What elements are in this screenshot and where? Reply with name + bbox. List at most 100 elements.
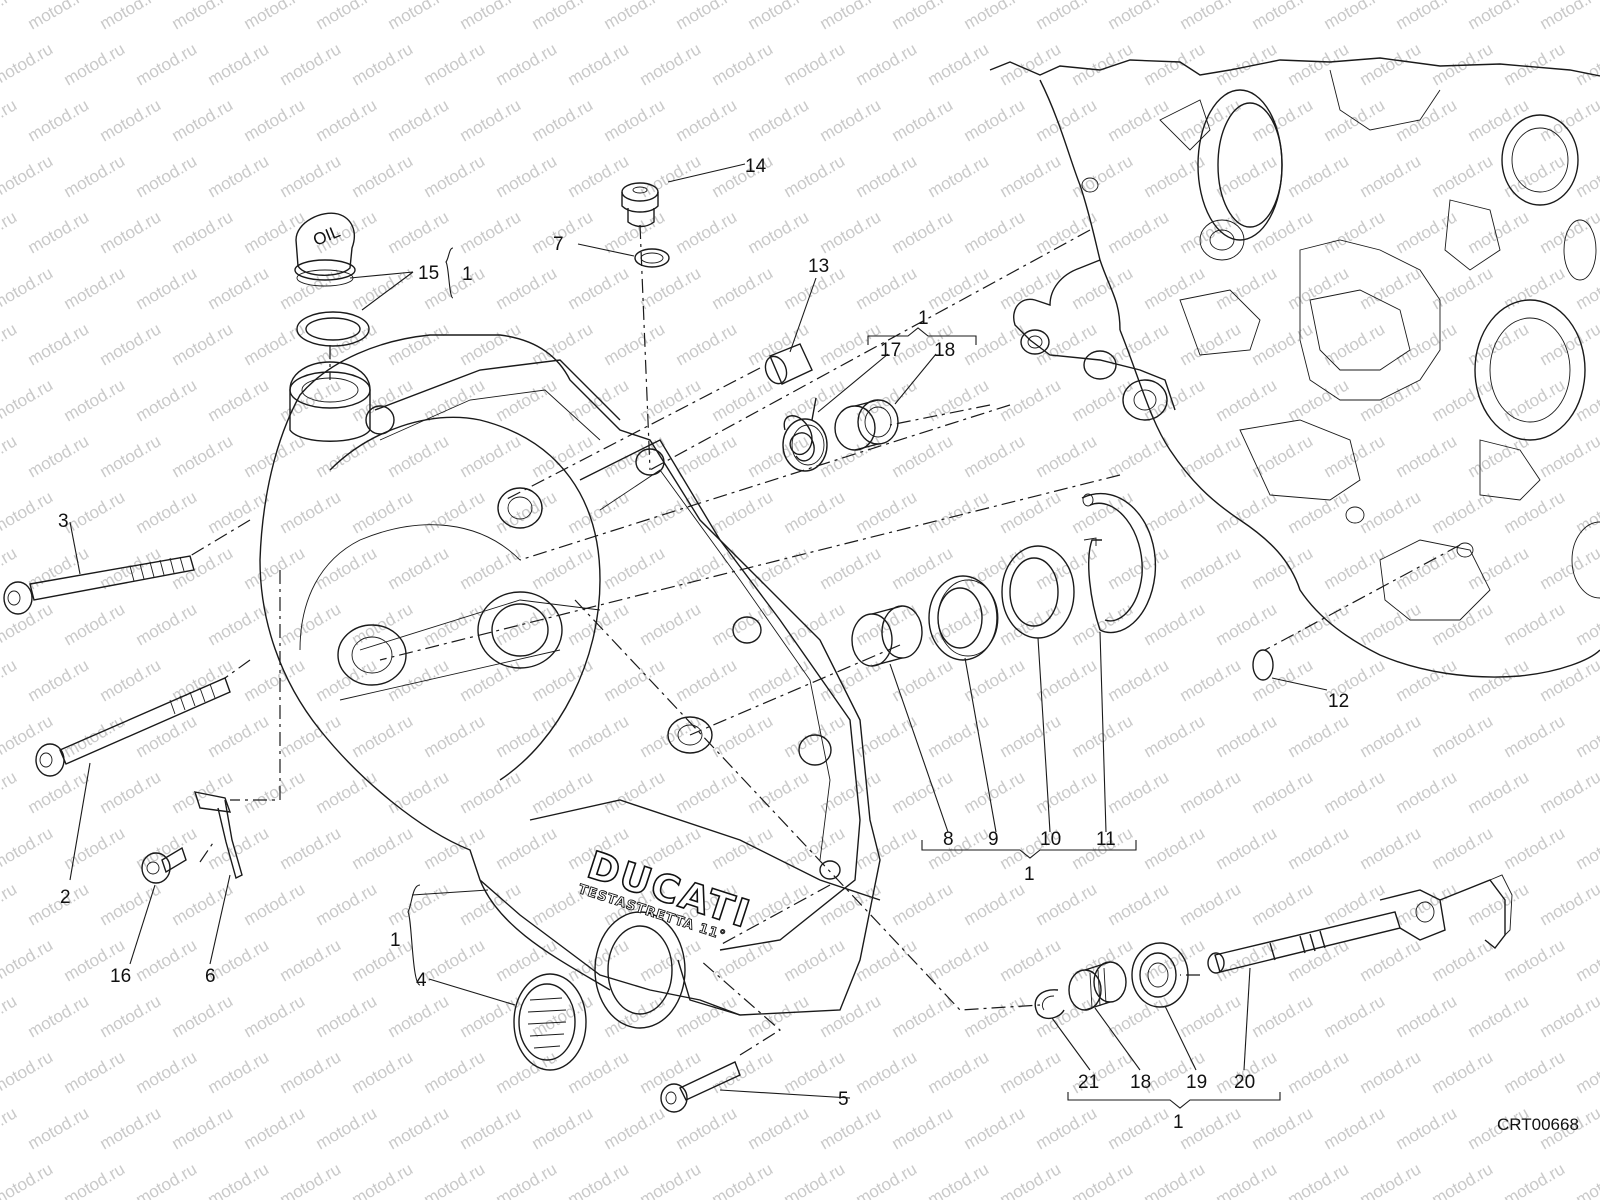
watermark-text: motod.ru: [133, 263, 201, 313]
watermark-text: motod.ru: [385, 655, 453, 705]
seal-9: [928, 575, 999, 661]
callout-21: 21: [1078, 1072, 1099, 1093]
watermark-text: motod.ru: [1501, 599, 1569, 649]
watermark-text: motod.ru: [457, 0, 525, 33]
watermark-text: motod.ru: [349, 375, 417, 425]
watermark-text: motod.ru: [1393, 319, 1461, 369]
callout-14: 14: [745, 156, 767, 177]
watermark-text: motod.ru: [169, 207, 237, 257]
long-bolt-3: [3, 555, 195, 615]
watermark-text: motod.ru: [1177, 0, 1245, 33]
watermark-text: motod.ru: [25, 207, 93, 257]
watermark-text: motod.ru: [241, 95, 309, 145]
watermark-text: motod.ru: [601, 543, 669, 593]
watermark-text: motod.ru: [637, 711, 705, 761]
watermark-text: motod.ru: [1177, 207, 1245, 257]
watermark-text: motod.ru: [385, 431, 453, 481]
callout-7: 7: [553, 234, 564, 255]
watermark-text: motod.ru: [1105, 95, 1173, 145]
watermark-text: motod.ru: [1321, 543, 1389, 593]
washer-7: [634, 248, 670, 268]
watermark-text: motod.ru: [277, 823, 345, 873]
watermark-text: motod.ru: [313, 0, 381, 33]
watermark-text: motod.ru: [1537, 767, 1600, 817]
watermark-text: motod.ru: [1429, 599, 1497, 649]
watermark-text: motod.ru: [1105, 207, 1173, 257]
watermark-text: motod.ru: [1573, 599, 1600, 649]
watermark-text: motod.ru: [745, 655, 813, 705]
watermark-text: motod.ru: [0, 487, 56, 537]
watermark-text: motod.ru: [1321, 0, 1389, 33]
watermark-text: motod.ru: [637, 263, 705, 313]
watermark-text: motod.ru: [1249, 95, 1317, 145]
watermark-text: motod.ru: [1357, 599, 1425, 649]
watermark-text: motod.ru: [1249, 991, 1317, 1041]
watermark-text: motod.ru: [1465, 655, 1533, 705]
watermark-text: motod.ru: [745, 1103, 813, 1153]
watermark-text: motod.ru: [961, 543, 1029, 593]
watermark-text: motod.ru: [493, 599, 561, 649]
watermark-text: motod.ru: [1105, 767, 1173, 817]
watermark-text: motod.ru: [1177, 95, 1245, 145]
watermark-text: motod.ru: [1033, 0, 1101, 33]
watermark-text: motod.ru: [1249, 0, 1317, 33]
watermark-text: motod.ru: [1177, 767, 1245, 817]
watermark-text: motod.ru: [889, 655, 957, 705]
watermark-text: motod.ru: [169, 319, 237, 369]
watermark-text: motod.ru: [1321, 991, 1389, 1041]
callout-1-shaft-group: 1: [1173, 1112, 1184, 1133]
watermark-text: motod.ru: [421, 1159, 489, 1200]
watermark-text: motod.ru: [25, 655, 93, 705]
watermark-text: motod.ru: [673, 767, 741, 817]
callout-leaders: [69, 163, 1328, 1099]
watermark-text: motod.ru: [1141, 375, 1209, 425]
watermark-text: motod.ru: [1249, 431, 1317, 481]
watermark-text: motod.ru: [0, 543, 20, 593]
watermark-text: motod.ru: [1465, 991, 1533, 1041]
watermark-text: motod.ru: [313, 655, 381, 705]
watermark-text: motod.ru: [457, 1103, 525, 1153]
watermark-text: motod.ru: [1357, 1159, 1425, 1200]
watermark-text: motod.ru: [25, 431, 93, 481]
watermark-text: motod.ru: [1429, 487, 1497, 537]
watermark-text: motod.ru: [493, 711, 561, 761]
spring-17: [782, 397, 828, 472]
watermark-text: motod.ru: [205, 263, 273, 313]
watermark-text: motod.ru: [1141, 935, 1209, 985]
watermark-text: motod.ru: [997, 1159, 1065, 1200]
watermark-text: motod.ru: [61, 39, 129, 89]
watermark-text: motod.ru: [205, 599, 273, 649]
watermark-text: motod.ru: [1285, 1047, 1353, 1097]
clip-21: [1034, 989, 1065, 1020]
watermark-text: motod.ru: [385, 879, 453, 929]
watermark-text: motod.ru: [961, 991, 1029, 1041]
watermark-text: motod.ru: [1393, 1103, 1461, 1153]
watermark-text: motod.ru: [889, 767, 957, 817]
watermark-text: motod.ru: [493, 935, 561, 985]
watermark-text: motod.ru: [1285, 39, 1353, 89]
watermark-text: motod.ru: [817, 95, 885, 145]
watermark-text: motod.ru: [673, 207, 741, 257]
watermark-text: motod.ru: [565, 375, 633, 425]
watermark-text: motod.ru: [25, 991, 93, 1041]
watermark-text: motod.ru: [997, 935, 1065, 985]
watermark-text: motod.ru: [1177, 655, 1245, 705]
watermark-text: motod.ru: [1465, 879, 1533, 929]
watermark-text: motod.ru: [1429, 375, 1497, 425]
watermark-text: motod.ru: [313, 95, 381, 145]
watermark-text: motod.ru: [349, 263, 417, 313]
watermark-text: motod.ru: [1249, 319, 1317, 369]
watermark-text: motod.ru: [1069, 151, 1137, 201]
watermark-text: motod.ru: [169, 543, 237, 593]
watermark-text: motod.ru: [1033, 655, 1101, 705]
watermark-text: motod.ru: [1105, 991, 1173, 1041]
watermark-text: motod.ru: [853, 1159, 921, 1200]
watermark-text: motod.ru: [1321, 1103, 1389, 1153]
watermark-text: motod.ru: [1177, 319, 1245, 369]
watermark-text: motod.ru: [1321, 319, 1389, 369]
watermark-text: motod.ru: [1141, 39, 1209, 89]
watermark-text: motod.ru: [241, 1103, 309, 1153]
watermark-text: motod.ru: [673, 991, 741, 1041]
watermark-text: motod.ru: [1213, 599, 1281, 649]
watermark-text: motod.ru: [421, 151, 489, 201]
